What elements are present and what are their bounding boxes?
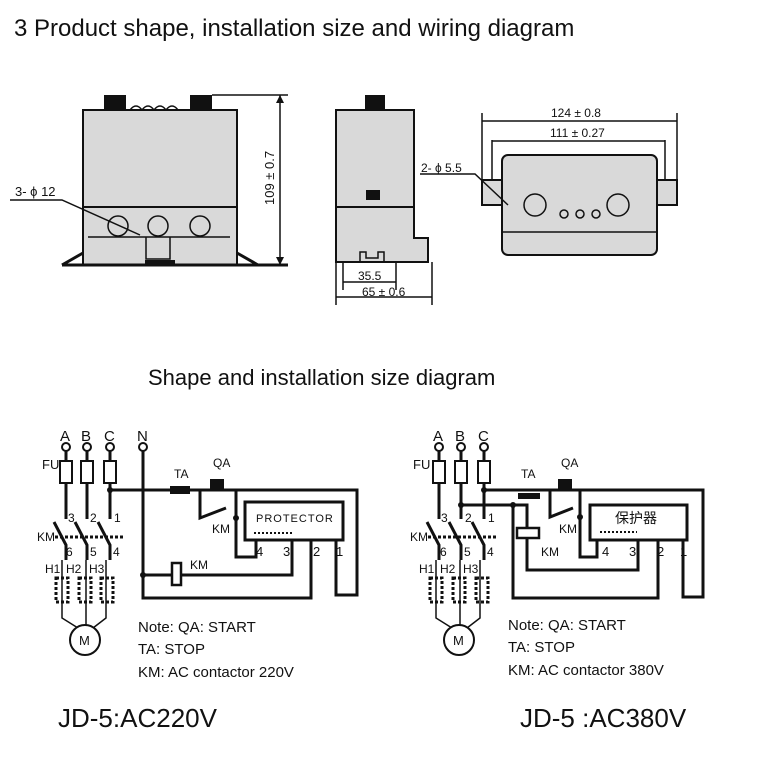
contact-terminal-2: 2 bbox=[90, 511, 97, 525]
ta-label: TA bbox=[174, 467, 188, 481]
heater-h1-label: H1 bbox=[45, 562, 61, 576]
protector-label: PROTECTOR bbox=[256, 513, 334, 525]
motor-label: M bbox=[79, 633, 90, 648]
protector-terminal-1: 1 bbox=[680, 544, 687, 559]
side-view: 35.5 65 ± 0.6 bbox=[335, 95, 433, 305]
km-main-label: KM bbox=[410, 530, 428, 544]
note-km: KM: AC contactor 220V bbox=[138, 664, 294, 681]
km-coil bbox=[515, 526, 541, 540]
start-button-symbol bbox=[558, 479, 572, 489]
note-qa: Note: QA: START bbox=[138, 619, 256, 636]
note-qa: Note: QA: START bbox=[508, 617, 626, 634]
protector-box bbox=[243, 500, 345, 542]
note-ta: TA: STOP bbox=[138, 641, 205, 658]
front-view: 3- ϕ 12 109 ± 0.7 bbox=[10, 94, 288, 267]
phase-b-label: B bbox=[455, 428, 465, 445]
contact-terminal-6: 6 bbox=[66, 545, 73, 559]
protector-label: 保护器 bbox=[615, 510, 657, 526]
note-km: KM: AC contactor 380V bbox=[508, 662, 664, 679]
phase-c-label: C bbox=[104, 428, 115, 445]
motor-label: M bbox=[453, 633, 464, 648]
heater-h2-label: H2 bbox=[440, 562, 456, 576]
neutral-label: N bbox=[137, 428, 148, 445]
km-contact-label: KM bbox=[212, 522, 230, 536]
heater-h3-label: H3 bbox=[89, 562, 105, 576]
shape-caption: Shape and installation size diagram bbox=[148, 365, 495, 390]
note-ta: TA: STOP bbox=[508, 639, 575, 656]
height-dimension: 109 ± 0.7 bbox=[262, 151, 277, 205]
motor-symbol bbox=[69, 624, 101, 656]
km-coil-label: KM bbox=[190, 558, 208, 572]
width-inner-dimension: 111 ± 0.27 bbox=[550, 126, 605, 140]
wiring-diagram-380v: A B C FU TA QA KM 保护器 4 3 2 1 KM 3 2 1 K… bbox=[410, 428, 705, 733]
heater-h3-label: H3 bbox=[463, 562, 479, 576]
fuse-label: FU bbox=[413, 457, 430, 472]
protector-terminal-2: 2 bbox=[657, 544, 664, 559]
km-main-label: KM bbox=[37, 530, 55, 544]
phase-a-label: A bbox=[60, 428, 70, 445]
stop-button-symbol bbox=[170, 486, 190, 494]
contact-terminal-6: 6 bbox=[440, 545, 447, 559]
km-contact-label: KM bbox=[559, 522, 577, 536]
contact-terminal-2: 2 bbox=[465, 511, 472, 525]
start-button-symbol bbox=[210, 479, 224, 489]
depth-dimension: 65 ± 0.6 bbox=[362, 285, 406, 299]
protector-box bbox=[588, 503, 689, 542]
rail-dimension: 35.5 bbox=[358, 269, 382, 283]
contact-terminal-3: 3 bbox=[441, 511, 448, 525]
contact-terminal-4: 4 bbox=[487, 545, 494, 559]
top-view: 124 ± 0.8 111 ± 0.27 2- ϕ 5.5 bbox=[420, 106, 678, 256]
heater-h2-label: H2 bbox=[66, 562, 82, 576]
model-title-380v: JD-5 :AC380V bbox=[520, 703, 687, 733]
protector-terminal-4: 4 bbox=[256, 544, 263, 559]
model-title-220v: JD-5:AC220V bbox=[58, 703, 218, 733]
wiring-diagram-220v: A B C N FU TA QA KM PROTECTOR 4 3 2 1 KM… bbox=[37, 428, 359, 733]
protector-terminal-2: 2 bbox=[313, 544, 320, 559]
contact-terminal-3: 3 bbox=[68, 511, 75, 525]
contact-terminal-1: 1 bbox=[488, 511, 495, 525]
contact-terminal-1: 1 bbox=[114, 511, 121, 525]
km-coil-label: KM bbox=[541, 545, 559, 559]
phase-b-label: B bbox=[81, 428, 91, 445]
hole-mount-label: 2- ϕ 5.5 bbox=[421, 161, 462, 175]
protector-terminal-3: 3 bbox=[283, 544, 290, 559]
qa-label: QA bbox=[561, 456, 578, 470]
width-outer-dimension: 124 ± 0.8 bbox=[551, 106, 601, 120]
fuse-label: FU bbox=[42, 457, 59, 472]
motor-symbol bbox=[443, 624, 475, 656]
stop-button-symbol bbox=[518, 493, 540, 499]
protector-terminal-3: 3 bbox=[629, 544, 636, 559]
heater-h1-label: H1 bbox=[419, 562, 435, 576]
contact-terminal-5: 5 bbox=[464, 545, 471, 559]
protector-terminal-1: 1 bbox=[336, 544, 343, 559]
contact-terminal-4: 4 bbox=[113, 545, 120, 559]
phase-c-label: C bbox=[478, 428, 489, 445]
phase-a-label: A bbox=[433, 428, 443, 445]
contact-terminal-5: 5 bbox=[90, 545, 97, 559]
km-coil bbox=[170, 561, 183, 587]
section-title: 3 Product shape, installation size and w… bbox=[14, 15, 574, 42]
qa-label: QA bbox=[213, 456, 230, 470]
ta-label: TA bbox=[521, 467, 535, 481]
hole-front-label: 3- ϕ 12 bbox=[15, 184, 56, 199]
protector-terminal-4: 4 bbox=[602, 544, 609, 559]
